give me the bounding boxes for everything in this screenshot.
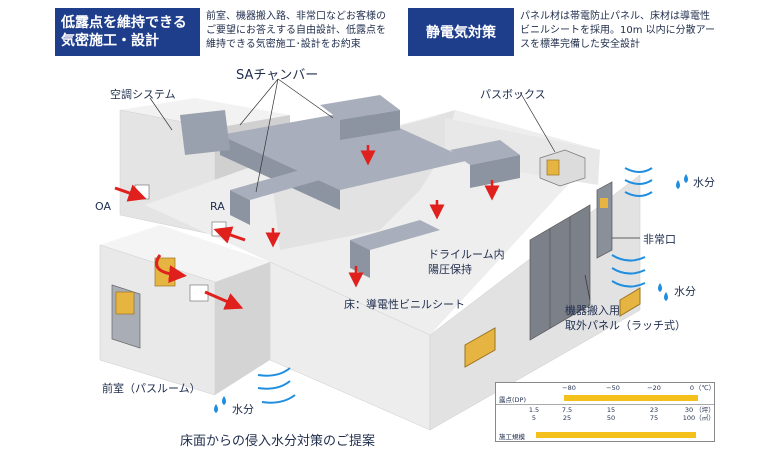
equipment-panel-label-2: 取外パネル（ラッチ式） [565, 319, 686, 332]
window [464, 327, 496, 368]
header-right-description: パネル材は帯電防止パネル、床材は導電性 ビニルシートを採用。10m 以内に分散ア… [520, 10, 760, 52]
header-left-title-line2: 気密施工・設計 [61, 33, 159, 49]
caption: 床面からの侵入水分対策のご提案 [180, 434, 376, 449]
dp-tick: 0 [689, 384, 695, 392]
duct-branch [350, 220, 440, 250]
scale-tick-top: 1.5 [528, 406, 540, 414]
oa-label: OA [95, 200, 111, 213]
window [619, 287, 641, 317]
header-left-desc-line: 前室、機器搬入路、非常口などお客様の [206, 11, 386, 22]
oa-arrow [114, 184, 147, 202]
dp-bar [564, 395, 698, 401]
header-left-desc-line: 維持できる気密施工･設計をお約束 [206, 39, 361, 50]
scale-tick-bottom: 5 [531, 414, 537, 422]
sa-chamber-label: SAチャンバー [236, 68, 319, 83]
scale-tick-bottom: 100 [682, 414, 696, 422]
scale-bar [536, 432, 696, 438]
scale-tick-top: 15 [606, 406, 616, 414]
pass-box [539, 149, 586, 187]
dp-unit: （℃） [694, 384, 716, 392]
pass-box-label: パスボックス [480, 88, 546, 101]
duct-branch [230, 170, 320, 200]
moisture-arcs-bottom [257, 367, 296, 404]
header-right-title-box: 静電気対策 [408, 8, 514, 56]
scale-tick-bottom: 50 [606, 414, 616, 422]
duct-branch-side [230, 190, 250, 225]
moisture-label-mid: 水分 [674, 285, 696, 298]
duct-main-side [220, 135, 340, 210]
scale-tick-bottom: 25 [562, 414, 572, 422]
dp-label: 露点(DP) [499, 396, 526, 404]
moisture-label-top: 水分 [693, 176, 715, 189]
duct-main [220, 110, 470, 190]
duct-branch-side [340, 110, 400, 140]
header-right-desc-line: スを標準完備した安全設計 [520, 39, 640, 50]
ra-arrow [213, 226, 246, 244]
duct-branch [450, 140, 520, 165]
scale-tick-top: 30 [684, 406, 694, 414]
anteroom-label: 前室（パスルーム） [102, 382, 201, 395]
water-drop-icons [214, 174, 688, 413]
scale-tick-top: 7.5 [561, 406, 573, 414]
floor-label: 床：導電性ビニルシート [344, 298, 465, 311]
moisture-arcs-mid [611, 254, 646, 288]
scale-legend: −80 −50 −20 0 （℃） 露点(DP) 1.5 7.5 15 23 3… [495, 382, 715, 442]
anteroom-airflow-arrow [155, 254, 187, 284]
header-left-desc-line: ご要望にお答えする自由設計、低露点を [206, 25, 386, 36]
header-right-title: 静電気対策 [426, 25, 496, 41]
anteroom-top [100, 225, 270, 282]
header-left-description: 前室、機器搬入路、非常口などお客様の ご要望にお答えする自由設計、低露点を 維持… [206, 10, 406, 52]
anteroom-exhaust-arrow [204, 290, 244, 310]
air-system-unit [180, 110, 230, 155]
ra-label: RA [210, 200, 225, 213]
header-right-desc-line: ビニルシートを採用。10m 以内に分散アー [520, 25, 716, 36]
dp-tick: −80 [562, 384, 576, 392]
scale-tick-bottom: 75 [649, 414, 659, 422]
header-left-title-line1: 低露点を維持できる [61, 15, 187, 31]
emergency-exit-label: 非常口 [643, 233, 676, 246]
duct-branch-side [470, 155, 520, 188]
moisture-arcs-top [624, 167, 653, 197]
duct-branch [320, 95, 400, 120]
emergency-door [596, 181, 613, 259]
scale-label: 施工規模 [499, 433, 525, 441]
scale-tick-top: 23 [649, 406, 659, 414]
dp-tick: −20 [647, 384, 661, 392]
equipment-panel [529, 204, 591, 341]
dry-room-label: ドライルーム内 [428, 248, 505, 261]
moisture-label-bottom: 水分 [232, 403, 254, 416]
header-left-title-box: 低露点を維持できる 気密施工・設計 [55, 8, 200, 56]
header-right-desc-line: パネル材は帯電防止パネル、床材は導電性 [520, 11, 710, 22]
scale-unit-bottom: （㎡） [695, 414, 715, 422]
air-system-label: 空調システム [110, 88, 176, 101]
scale-unit-top: （坪） [695, 406, 715, 414]
dp-tick: −50 [606, 384, 620, 392]
equipment-panel-label-1: 機器搬入用 [565, 304, 620, 317]
positive-pressure-label: 陽圧保持 [428, 263, 472, 276]
